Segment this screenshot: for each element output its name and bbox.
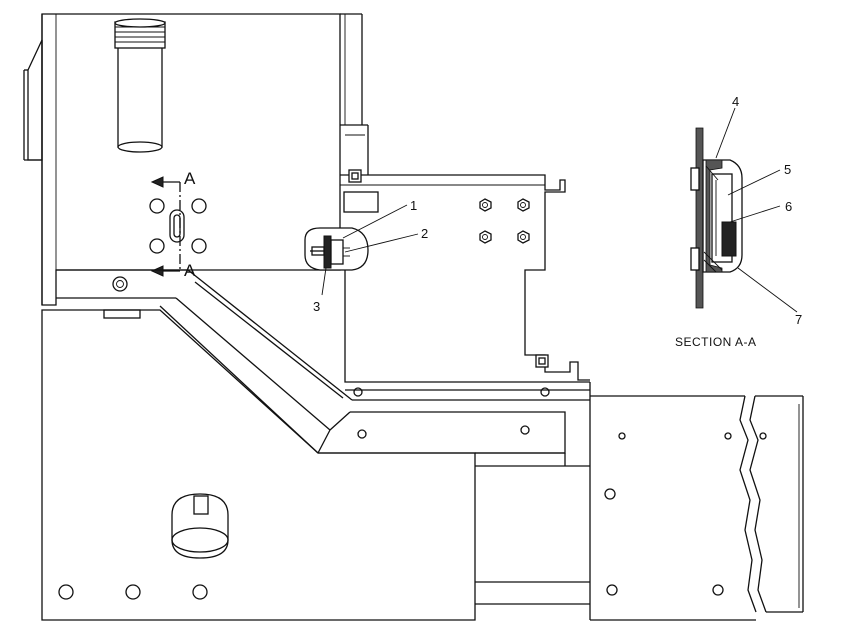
mounting-holes [149, 198, 207, 254]
callout-7: 7 [795, 312, 802, 327]
section-cut-line: A A [150, 169, 196, 280]
callout-1: 1 [410, 198, 417, 213]
section-caption: SECTION A-A [675, 335, 757, 349]
right-plate [475, 382, 804, 621]
callout-5: 5 [784, 162, 791, 177]
lower-frame [41, 269, 476, 621]
clip-assembly [304, 227, 369, 271]
callout-4: 4 [732, 94, 739, 109]
bracket-plate [340, 169, 590, 381]
horizontal-rail [317, 270, 590, 467]
section-detail [690, 127, 743, 309]
pipe-cylinder [114, 18, 166, 153]
callout-3: 3 [313, 299, 320, 314]
section-mark-bottom: A [184, 261, 196, 280]
leader-lines [321, 107, 798, 313]
section-mark-top: A [184, 169, 196, 188]
callout-2: 2 [421, 226, 428, 241]
callout-6: 6 [785, 199, 792, 214]
